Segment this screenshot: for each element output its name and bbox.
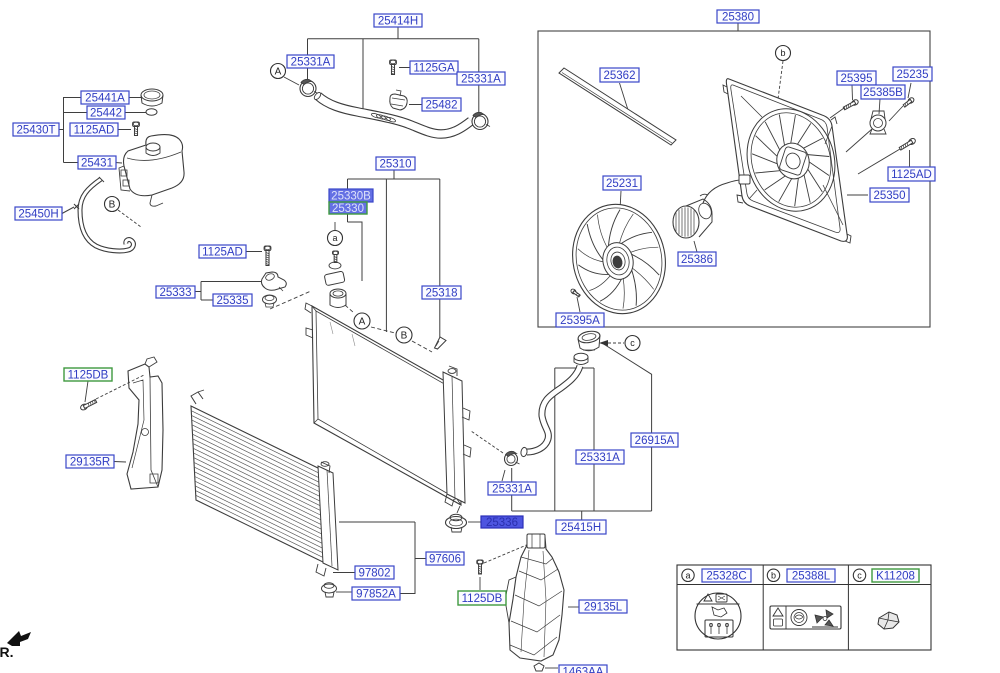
svg-text:25482: 25482 — [426, 99, 458, 111]
svg-text:25442: 25442 — [90, 107, 122, 119]
svg-text:25415H: 25415H — [561, 522, 601, 534]
svg-text:97802: 97802 — [359, 567, 391, 579]
svg-text:1125AD: 1125AD — [202, 246, 243, 258]
svg-text:25231: 25231 — [606, 178, 638, 190]
svg-text:25430T: 25430T — [16, 124, 55, 136]
svg-text:A: A — [275, 67, 282, 78]
svg-text:25333: 25333 — [160, 287, 192, 299]
svg-text:1125DB: 1125DB — [462, 593, 503, 605]
svg-text:25335: 25335 — [217, 295, 249, 307]
svg-text:25318: 25318 — [426, 287, 458, 299]
svg-text:29135R: 29135R — [70, 456, 110, 468]
svg-text:1125GA: 1125GA — [413, 62, 455, 74]
svg-text:B: B — [401, 331, 408, 342]
svg-text:25331A: 25331A — [492, 483, 532, 495]
svg-text:a: a — [685, 570, 690, 580]
svg-text:25431: 25431 — [81, 157, 113, 169]
svg-text:25414H: 25414H — [378, 15, 418, 27]
svg-text:25450H: 25450H — [18, 208, 58, 220]
svg-text:FR.: FR. — [0, 644, 14, 660]
svg-text:25350: 25350 — [874, 190, 906, 202]
svg-text:25362: 25362 — [604, 70, 636, 82]
svg-text:c: c — [857, 570, 862, 580]
svg-text:25336: 25336 — [486, 517, 518, 529]
svg-text:97852A: 97852A — [356, 588, 396, 600]
svg-text:1125AD: 1125AD — [891, 169, 932, 181]
svg-text:25235: 25235 — [897, 69, 929, 81]
svg-text:25331A: 25331A — [291, 56, 331, 68]
svg-text:97606: 97606 — [429, 553, 461, 565]
svg-text:K11208: K11208 — [876, 570, 915, 582]
svg-text:25380: 25380 — [722, 11, 754, 23]
svg-text:26915A: 26915A — [635, 435, 675, 447]
svg-text:25328C: 25328C — [706, 570, 746, 582]
svg-text:25388L: 25388L — [792, 570, 831, 582]
svg-text:A: A — [359, 317, 366, 328]
svg-text:1463AA: 1463AA — [563, 666, 604, 673]
svg-text:25385B: 25385B — [863, 87, 903, 99]
svg-text:a: a — [332, 233, 337, 243]
svg-text:B: B — [109, 200, 116, 211]
svg-text:25331A: 25331A — [461, 73, 501, 85]
svg-text:b: b — [780, 48, 785, 58]
svg-text:c: c — [630, 338, 635, 348]
svg-text:29135L: 29135L — [584, 601, 623, 613]
svg-text:b: b — [771, 570, 776, 580]
svg-text:1125AD: 1125AD — [74, 124, 115, 136]
svg-text:25310: 25310 — [380, 158, 412, 170]
svg-text:25395A: 25395A — [560, 315, 600, 327]
svg-text:25441A: 25441A — [85, 92, 125, 104]
svg-text:25386: 25386 — [681, 254, 713, 266]
svg-text:25395: 25395 — [841, 73, 873, 85]
svg-text:25330B: 25330B — [331, 190, 371, 202]
svg-text:25330: 25330 — [332, 203, 364, 215]
svg-text:1125DB: 1125DB — [68, 369, 109, 381]
svg-text:25331A: 25331A — [580, 452, 620, 464]
